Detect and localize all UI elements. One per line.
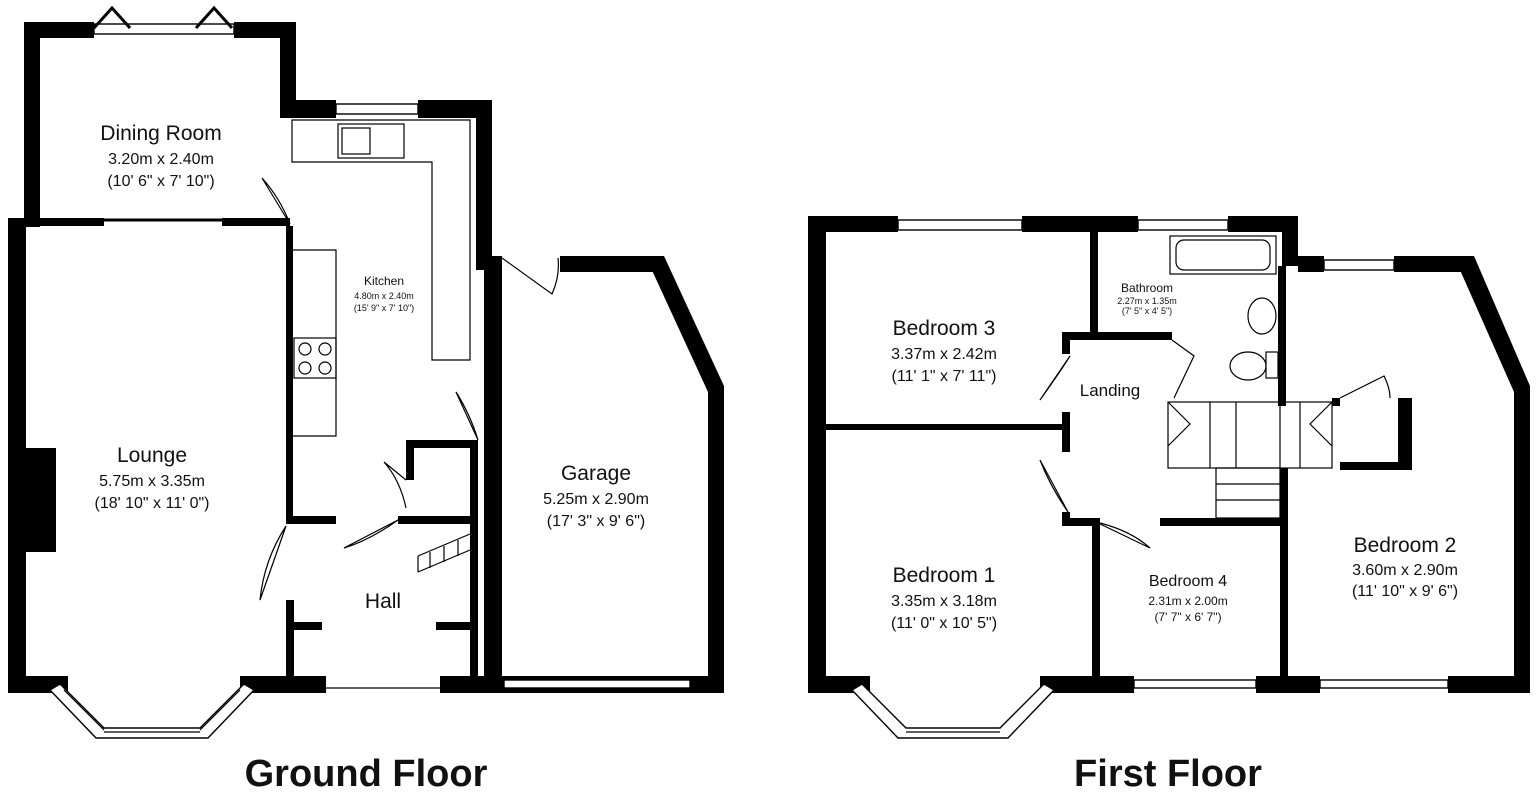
room-metric-bedroom-4: 2.31m x 2.00m (1148, 594, 1227, 608)
room-metric-bathroom: 2.27m x 1.35m (1117, 296, 1177, 306)
room-name-dining-room: Dining Room (100, 122, 221, 145)
room-name-kitchen: Kitchen (364, 274, 404, 288)
room-name-landing: Landing (1080, 381, 1141, 400)
room-imperial-kitchen: (15' 9" x 7' 10") (354, 303, 414, 313)
room-imperial-lounge: (18' 10" x 11' 0") (94, 495, 209, 512)
room-name-hall: Hall (365, 590, 401, 613)
room-metric-garage: 5.25m x 2.90m (543, 491, 649, 508)
room-imperial-bedroom-2: (11' 10" x 9' 6") (1352, 583, 1458, 600)
room-imperial-bedroom-3: (11' 1" x 7' 11") (892, 368, 997, 385)
room-metric-bedroom-1: 3.35m x 3.18m (891, 593, 997, 610)
room-imperial-bedroom-1: (11' 0" x 10' 5") (891, 615, 997, 632)
room-name-bedroom-2: Bedroom 2 (1354, 534, 1457, 557)
room-imperial-garage: (17' 3" x 9' 6") (547, 513, 645, 530)
room-name-garage: Garage (561, 462, 631, 485)
room-metric-bedroom-2: 3.60m x 2.90m (1352, 562, 1458, 579)
ground-floor-plan (8, 5, 724, 739)
room-name-bedroom-1: Bedroom 1 (893, 564, 996, 587)
floor-title-first: First Floor (1074, 753, 1262, 792)
ground-floor-labels: Dining Room 3.20m x 2.40m (10' 6" x 7' 1… (94, 122, 648, 792)
first-floor-labels: Bedroom 3 3.37m x 2.42m (11' 1" x 7' 11"… (891, 281, 1458, 792)
room-imperial-bedroom-4: (7' 7" x 6' 7") (1154, 610, 1221, 624)
room-metric-lounge: 5.75m x 3.35m (99, 473, 205, 490)
room-metric-kitchen: 4.80m x 2.40m (354, 291, 414, 301)
room-name-bedroom-3: Bedroom 3 (893, 317, 996, 340)
room-name-bathroom: Bathroom (1121, 281, 1173, 295)
room-name-bedroom-4: Bedroom 4 (1149, 573, 1227, 590)
room-metric-dining-room: 3.20m x 2.40m (108, 151, 214, 168)
floor-title-ground: Ground Floor (245, 753, 488, 792)
room-name-lounge: Lounge (117, 444, 187, 467)
room-metric-bedroom-3: 3.37m x 2.42m (891, 346, 997, 363)
room-imperial-bathroom: (7' 5" x 4' 5") (1122, 306, 1172, 316)
room-imperial-dining-room: (10' 6" x 7' 10") (107, 173, 214, 190)
first-floor-plan (808, 216, 1530, 739)
